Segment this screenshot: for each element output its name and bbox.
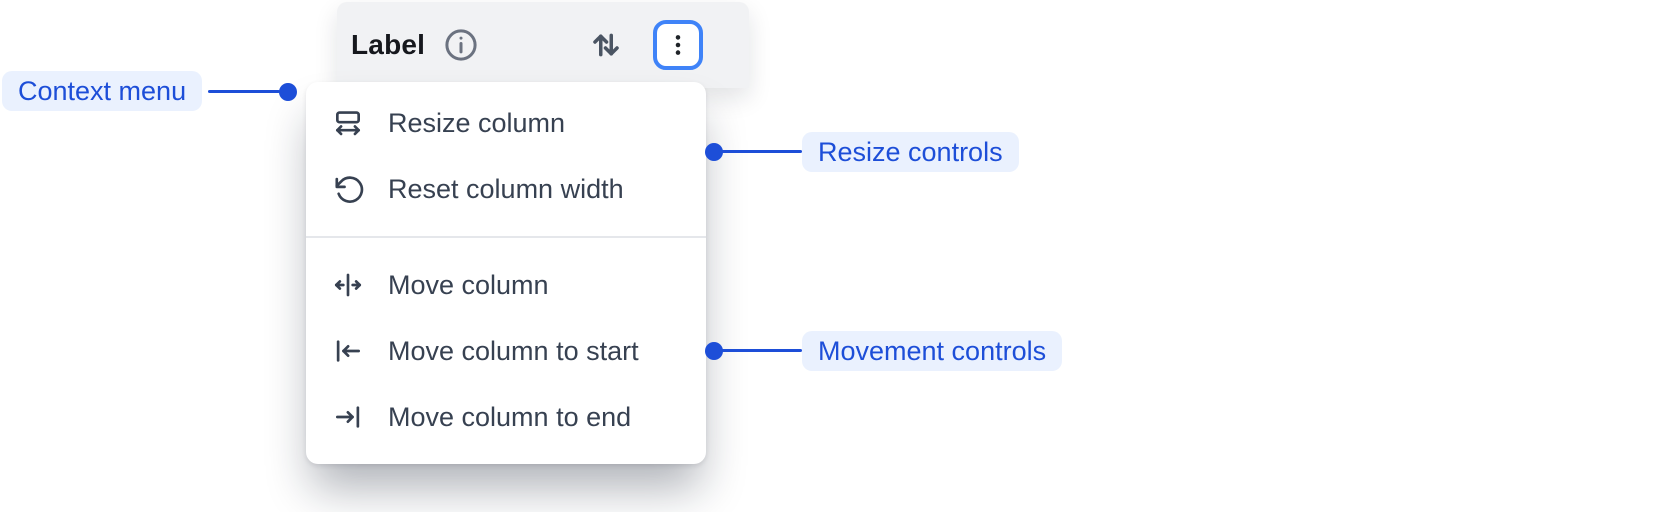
menu-item-resize-column[interactable]: Resize column [306, 90, 706, 156]
annotation-label: Resize controls [818, 136, 1003, 167]
connector-dot-resize-controls [705, 143, 723, 161]
column-header-title: Label [351, 29, 426, 60]
connector-dot-movement-controls [705, 342, 723, 360]
move-column-icon [332, 269, 364, 301]
menu-item-reset-column-width[interactable]: Reset column width [306, 156, 706, 222]
annotation-resize-controls: Resize controls [802, 132, 1019, 172]
menu-item-label: Move column to end [388, 401, 632, 432]
menu-item-move-column[interactable]: Move column [306, 252, 706, 318]
menu-item-label: Reset column width [388, 173, 624, 204]
column-menu-button[interactable] [653, 20, 703, 70]
connector-line-movement-controls [720, 349, 802, 352]
annotation-label: Context menu [18, 75, 187, 106]
menu-item-label: Move column [388, 269, 549, 300]
menu-item-label: Resize column [388, 107, 566, 138]
menu-item-label: Move column to start [388, 335, 639, 366]
connector-line-context-menu [208, 90, 280, 93]
menu-item-move-column-to-end[interactable]: Move column to end [306, 384, 706, 450]
annotation-movement-controls: Movement controls [802, 331, 1063, 371]
info-icon[interactable] [443, 27, 479, 63]
annotation-label: Movement controls [818, 335, 1047, 366]
move-column-to-end-icon [332, 401, 364, 433]
column-context-menu: Resize column Reset column width [306, 82, 706, 464]
reset-column-width-icon [332, 173, 364, 205]
column-header: Label [337, 2, 749, 88]
menu-divider [306, 236, 706, 238]
menu-item-move-column-to-start[interactable]: Move column to start [306, 318, 706, 384]
move-column-to-start-icon [332, 335, 364, 367]
connector-dot-context-menu [279, 83, 297, 101]
kebab-vertical-icon [665, 32, 691, 58]
sort-icon[interactable] [585, 24, 627, 66]
connector-line-resize-controls [720, 150, 802, 153]
annotation-context-menu: Context menu [2, 71, 203, 111]
resize-column-icon [332, 107, 364, 139]
